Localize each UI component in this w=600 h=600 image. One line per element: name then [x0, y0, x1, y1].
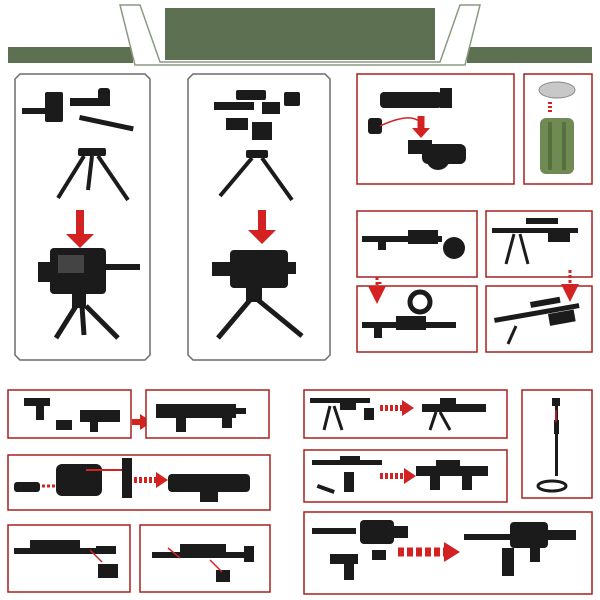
arrow-down-icon: [248, 230, 276, 244]
arrow-right-icon: [444, 542, 460, 562]
smg-parts-icon: [24, 398, 120, 432]
bipod-sniper-icon: [494, 296, 580, 345]
lid-icon: [538, 81, 576, 99]
panel-metal-detector: [521, 389, 593, 499]
rifle-parts-icon: [362, 230, 465, 259]
revolver-grenade-launcher-icon: [368, 88, 466, 170]
drum-rifle-icon: [362, 289, 456, 338]
grenade-launcher-parts-icon: [214, 90, 300, 202]
arrow-down-icon: [66, 234, 94, 248]
panel-bipod-sniper: [485, 210, 593, 353]
panel-compact-launcher: [7, 454, 271, 511]
panel-tripod-grenade-launcher: [187, 73, 331, 361]
panel-smg-assembly: [7, 389, 270, 439]
heavy-gatling-icon: [464, 522, 576, 576]
header-title-plate: [165, 8, 435, 60]
tripod-grenade-launcher-icon: [212, 250, 304, 340]
metal-detector-icon: [536, 398, 568, 493]
canister-icon: [540, 118, 574, 174]
light-machine-gun-icon: [14, 540, 118, 578]
panel-heavy-gatling: [303, 511, 593, 595]
panel-assault-rifle-scope: [303, 449, 508, 503]
panel-carbine-bipod: [303, 389, 508, 439]
machine-gun-parts-icon: [22, 88, 134, 202]
panel-drum-rifle: [356, 210, 478, 353]
heavy-gatling-parts-icon: [312, 520, 408, 580]
launcher-parts-icon: [14, 458, 250, 502]
arrow-right-icon: [402, 400, 414, 416]
smg-icon: [156, 404, 246, 432]
sniper-parts-icon: [492, 218, 578, 265]
tripod-machine-gun-icon: [38, 248, 140, 340]
arrow-right-icon: [156, 472, 168, 488]
panel-canister: [523, 73, 593, 185]
assault-rifle-parts-icon: [312, 456, 488, 494]
arrow-right-icon: [404, 468, 416, 484]
panel-tripod-heavy-mg: [14, 73, 151, 361]
carbine-parts-icon: [310, 398, 486, 431]
panel-bullpup-rifle: [139, 524, 271, 593]
panel-revolver-grenade-launcher: [356, 73, 515, 185]
panel-light-mg: [7, 524, 131, 593]
arrow-down-icon: [412, 128, 430, 138]
header-band: [8, 4, 592, 66]
bullpup-rifle-icon: [152, 544, 254, 582]
